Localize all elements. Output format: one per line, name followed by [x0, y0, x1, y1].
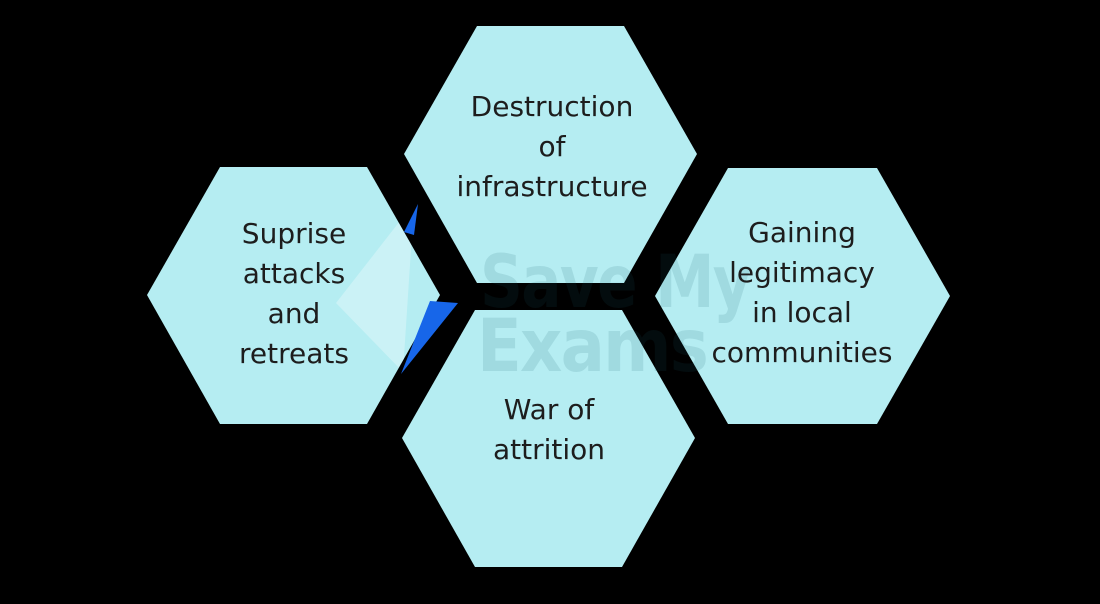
watermark-text-line-2: Exams [477, 304, 707, 389]
hexagon-right-label-line-3: in local [752, 296, 852, 329]
watermark-text-line-1: Save My [480, 240, 751, 325]
watermark-bolt-sliver-upper-icon [404, 204, 418, 235]
hexagon-left-surprise-attacks [147, 167, 440, 424]
hexagon-right-label-line-1: Gaining [748, 216, 856, 249]
hexagon-right-label-line-4: communities [712, 336, 893, 369]
hexagon-right-gaining-legitimacy [655, 168, 950, 424]
hexagon-bottom-war-of-attrition [402, 310, 695, 567]
hexagon-top-label-line-1: Destruction [471, 90, 634, 123]
hexagon-left-label-line-1: Suprise [242, 217, 346, 250]
hexagon-top-destruction [404, 26, 697, 283]
hexagon-bottom-label-line-1: War of [504, 393, 596, 426]
hexagon-left-label-line-3: and [268, 297, 321, 330]
hexagon-left-label-line-4: retreats [239, 337, 349, 370]
watermark-bolt-body-icon [336, 203, 414, 372]
watermark-bolt-sliver-lower-icon [401, 301, 458, 374]
hexagon-left-label-line-2: attacks [243, 257, 345, 290]
hexagon-top-label-line-2: of [539, 130, 567, 163]
hexagon-top-label-line-3: infrastructure [456, 170, 647, 203]
hexagon-right-label-line-2: legitimacy [729, 256, 875, 289]
hexagon-bottom-label-line-2: attrition [493, 433, 605, 466]
